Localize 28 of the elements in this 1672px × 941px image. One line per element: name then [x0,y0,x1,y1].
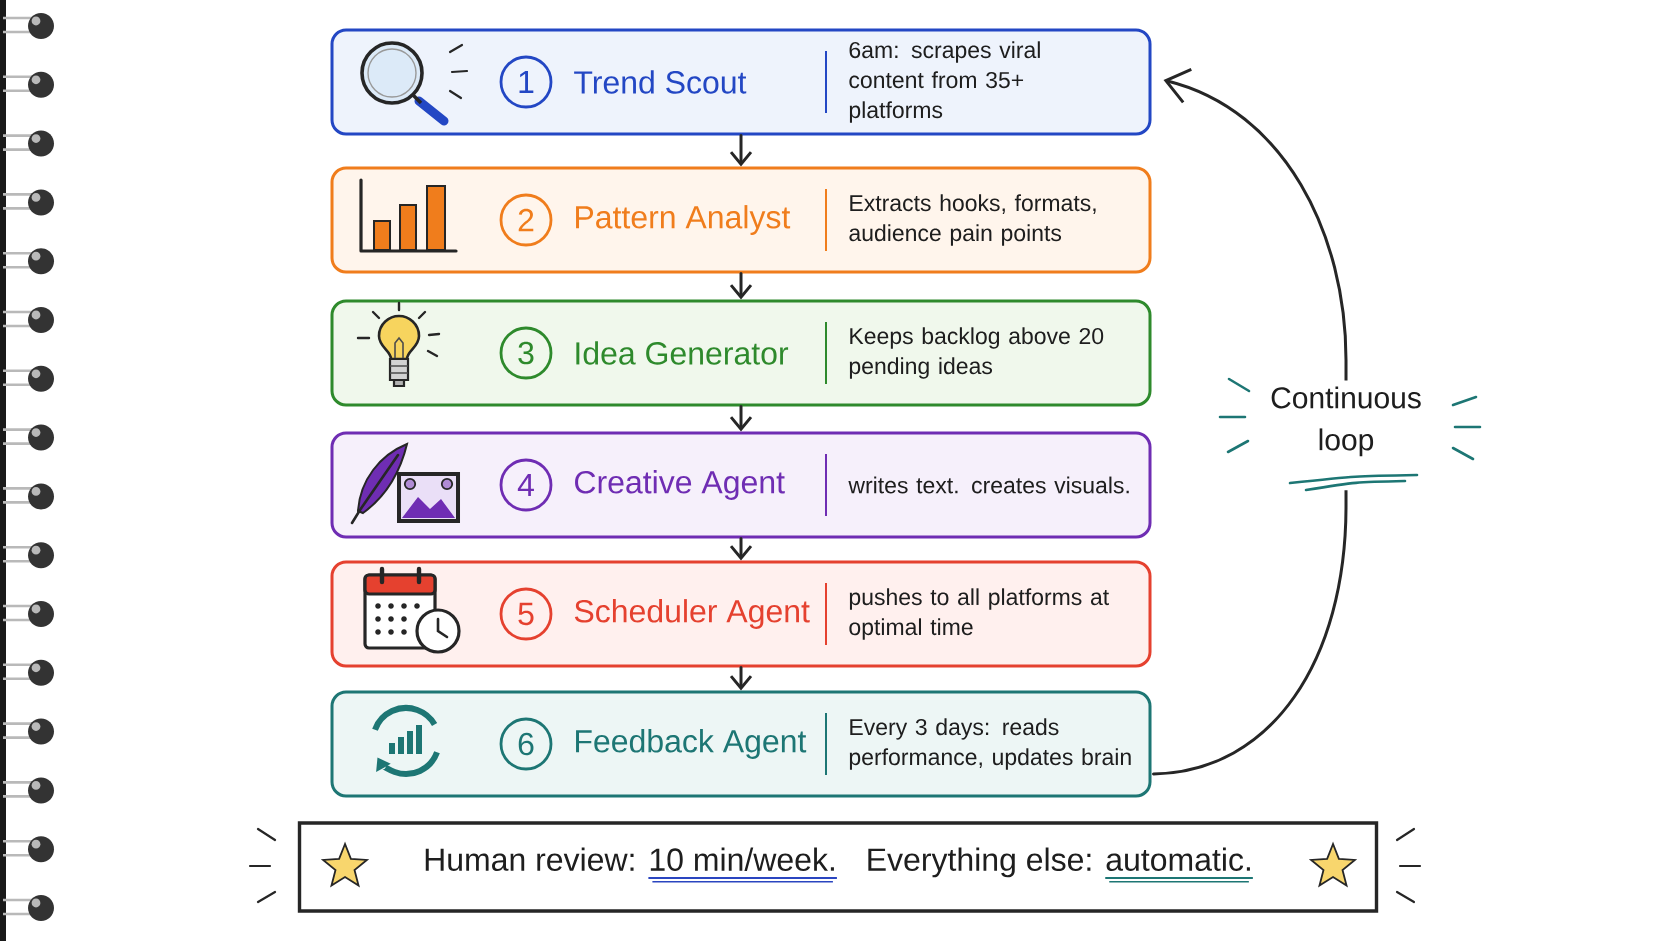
step-description: Extracts hooks, formats, audience pain points [849,194,1096,246]
step-number: 4 [499,458,553,512]
step-number: 5 [499,587,553,641]
step-description: writes text. creates visuals. [848,476,1129,494]
arrow [729,134,753,167]
node-label: automatic. [1106,847,1250,871]
step-description: pushes to all platforms at optimal time [849,588,1109,640]
step-title: Trend Scout [574,70,747,94]
step-description: Keeps backlog above 20 pending ideas [849,327,1104,379]
loop-arrow [1152,67,1348,776]
arrow [729,272,753,300]
step-title: Idea Generator [576,341,789,365]
edge-label: Continuous loop [1257,380,1435,491]
node-label: Everything else: [868,847,1091,878]
step-number: 3 [499,326,553,380]
step-number: 2 [499,193,553,247]
arrow [729,405,753,432]
step-title: Feedback Agent [576,729,807,759]
step-number: 1 [499,55,553,109]
node-label: Human review: [425,847,634,871]
banner-text: Human review: 10 min/week. Everything else: automatic. [425,847,1254,883]
step-number: 6 [499,717,553,771]
step-title: Creative Agent [575,470,785,500]
step-title: Scheduler Agent [574,599,810,629]
step-description: 6am: scrapes viral content from 35+ platforms [849,41,1040,123]
node-label: 10 min/week. [650,847,834,871]
step-description: Every 3 days: reads performance, updates brain [849,718,1131,770]
step-title: Pattern Analyst [576,205,791,235]
